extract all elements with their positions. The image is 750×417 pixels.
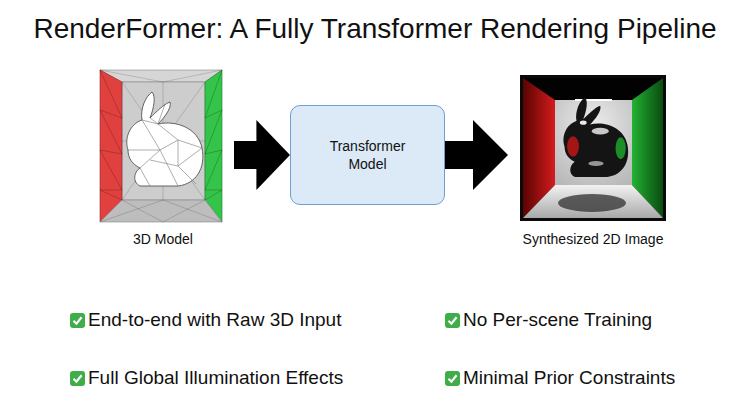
bunny-body — [564, 97, 629, 177]
check-box — [70, 371, 85, 386]
node-text: 3D Model — [133, 230, 193, 248]
red-wall — [100, 70, 122, 222]
feature-label: Minimal Prior Constraints — [463, 367, 675, 389]
check-tick — [74, 375, 82, 382]
rendered-bunny — [564, 97, 629, 177]
check-icon — [70, 371, 85, 386]
mesh-cornell-box — [100, 70, 222, 222]
node-text: Transformer Model — [319, 137, 417, 173]
process-box: Transformer Model — [290, 105, 445, 205]
light-source — [575, 99, 612, 101]
floor — [100, 200, 222, 222]
floor — [523, 185, 663, 218]
slide-title: RenderFormer: A Fully Transformer Render… — [33, 12, 716, 46]
node-text: Synthesized 2D Image — [523, 230, 664, 248]
feature-label: No Per-scene Training — [463, 309, 652, 331]
highlight — [592, 128, 609, 135]
block-arrow — [445, 120, 508, 190]
image-frame — [520, 75, 666, 221]
feature-label: Full Global Illumination Effects — [88, 367, 343, 389]
red-reflection — [567, 136, 579, 156]
green-reflection — [616, 137, 626, 159]
check-box — [70, 313, 85, 328]
rendered-image — [520, 75, 666, 221]
figure-node: 3D Model — [92, 64, 234, 248]
mesh-lines — [205, 70, 222, 200]
check-box — [445, 371, 460, 386]
figure-node: Synthesized 2D Image — [508, 64, 678, 248]
check-icon — [445, 313, 460, 328]
mesh-lines — [100, 70, 222, 222]
block-arrow — [234, 120, 290, 190]
check-box — [445, 313, 460, 328]
shadow — [558, 194, 626, 212]
check-icon — [70, 313, 85, 328]
check-tick — [74, 317, 82, 324]
check-tick — [449, 375, 457, 382]
green-wall — [205, 70, 222, 222]
feature-label: End-to-end with Raw 3D Input — [88, 309, 341, 331]
bunny-mesh — [127, 92, 203, 186]
check-tick — [449, 317, 457, 324]
highlight — [588, 161, 603, 166]
bunny-triangles — [128, 104, 202, 186]
check-icon — [445, 371, 460, 386]
highlight — [580, 121, 587, 125]
mesh-lines — [100, 70, 122, 200]
